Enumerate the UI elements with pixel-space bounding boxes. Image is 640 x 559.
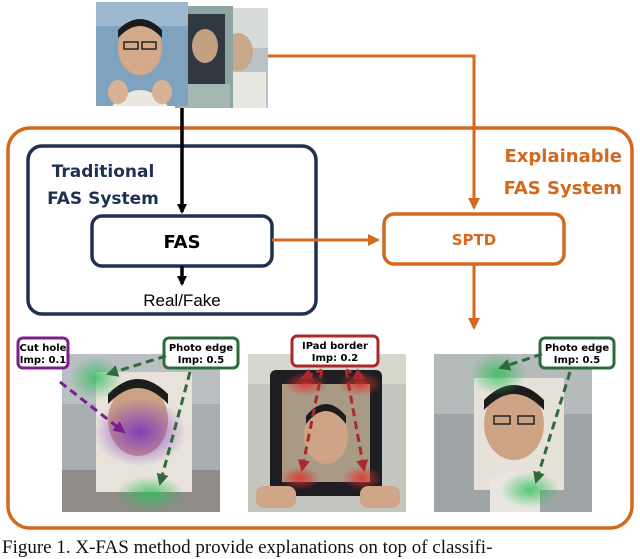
photo-edge-left-arrow-bottom [156, 371, 192, 486]
photo-edge-right-name: Photo edge [545, 343, 610, 354]
cut-hole-name: Cut hole [20, 343, 67, 354]
photo-edge-right-arrow-bottom [533, 371, 572, 484]
ipad-border-arrow-bottom-right [344, 369, 369, 472]
sptd-label: SPTD [452, 231, 496, 249]
photo-edge-left-annotation: Photo edge Imp: 0.5 [162, 336, 240, 370]
explanation-photo-cut-hole [62, 354, 220, 512]
traditional-title-line1: Traditional [52, 162, 155, 182]
fas-label: FAS [163, 232, 200, 253]
explanation-photo-ipad-border [248, 354, 406, 512]
photo-edge-right-annotation: Photo edge Imp: 0.5 [538, 336, 616, 370]
ipad-border-arrow-bottom-left [298, 369, 324, 472]
cut-hole-importance: Imp: 0.1 [20, 355, 67, 366]
input-photo-front [96, 2, 188, 106]
cut-hole-annotation: Cut hole Imp: 0.1 [16, 336, 70, 370]
output-label: Real/Fake [143, 291, 220, 310]
input-image-stack [96, 2, 268, 108]
ipad-border-annotation: IPad border Imp: 0.2 [290, 334, 380, 368]
ipad-border-importance: Imp: 0.2 [312, 353, 359, 364]
traditional-title-line2: FAS System [47, 189, 159, 209]
ipad-border-name: IPad border [302, 341, 368, 352]
ipad-border-arrow-left [300, 368, 323, 380]
ipad-border-arrow-right [345, 368, 366, 380]
explainable-title-line1: Explainable [504, 146, 622, 167]
input-to-sptd-arrow [268, 54, 480, 210]
traditional-fas-system-box [26, 144, 318, 316]
explainable-title-line2: FAS System [504, 178, 622, 199]
photo-edge-left-arrow-top [106, 354, 167, 377]
figure-caption: Figure 1. X-FAS method provide explanati… [2, 537, 493, 558]
explanation-photo-photo-edge [434, 352, 592, 512]
photo-edge-right-importance: Imp: 0.5 [554, 355, 601, 366]
explainable-fas-system-box [6, 126, 634, 530]
photo-edge-right-arrow-top [498, 352, 543, 371]
photo-edge-left-importance: Imp: 0.5 [178, 355, 225, 366]
cut-hole-arrow [59, 380, 126, 434]
photo-edge-left-name: Photo edge [169, 343, 234, 354]
